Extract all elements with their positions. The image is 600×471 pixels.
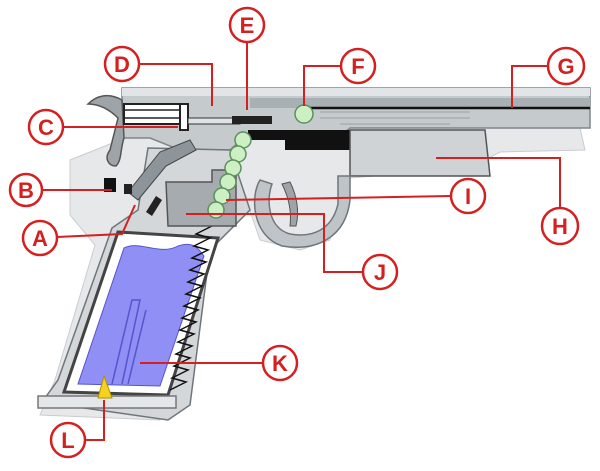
trigger-guard (253, 175, 351, 248)
slide-engraving (320, 111, 470, 125)
callout-label-h: H (552, 214, 568, 239)
callout-label-d: D (114, 52, 130, 77)
primer (97, 374, 113, 399)
slide-top-rail (122, 88, 590, 96)
callout-label-a: A (32, 226, 48, 251)
callouts: A B C D E F G H (8, 6, 586, 459)
leader-l (86, 400, 105, 441)
leader-h (436, 157, 561, 208)
leader-lines (42, 43, 561, 441)
callout-label-f: F (351, 54, 364, 79)
barrel-bore (250, 98, 590, 108)
callout-label-l: L (61, 428, 74, 453)
callout-label-i: I (465, 184, 471, 209)
hammer (86, 94, 125, 167)
recoil-guide-block (248, 130, 350, 150)
callout-label-k: K (272, 351, 288, 376)
leader-j (186, 213, 362, 273)
magazine-follower (111, 299, 147, 385)
chambered-cartridge (294, 104, 314, 124)
callout-label-b: B (18, 178, 34, 203)
callout-c: C (27, 108, 65, 146)
magazine-fluid (77, 243, 205, 387)
leader-a (56, 204, 136, 238)
callout-g: G (546, 46, 586, 86)
leader-d (140, 63, 213, 106)
firing-pin-housing (123, 103, 187, 125)
callout-d: D (103, 45, 141, 83)
callout-a: A (21, 219, 59, 257)
callout-label-e: E (240, 13, 255, 38)
pistol-illustration (37, 87, 591, 421)
callout-h: H (540, 206, 580, 246)
callout-e: E (228, 6, 266, 44)
firing-pin-head (179, 103, 189, 131)
callout-label-g: G (557, 54, 574, 79)
leader-i (225, 195, 451, 201)
barrel-link (232, 116, 272, 124)
callout-label-c: C (38, 115, 54, 140)
leader-g (511, 65, 548, 108)
callout-j: J (361, 253, 399, 291)
magazine-spring (169, 209, 217, 391)
callout-i: I (449, 177, 487, 215)
callout-label-j: J (374, 260, 386, 285)
grip-safety-lever (127, 139, 197, 201)
callout-k: K (261, 344, 299, 382)
cartridge-stack (207, 131, 252, 219)
recoil-spring-housing (349, 129, 491, 177)
safety-catch (104, 178, 116, 192)
leader-f (303, 65, 341, 106)
safety-catch-pin (124, 184, 132, 194)
callout-b: B (8, 172, 44, 208)
callout-l: L (49, 421, 87, 459)
callout-f: F (339, 47, 377, 85)
cartridge (207, 201, 225, 219)
disconnector-tab (146, 196, 162, 216)
